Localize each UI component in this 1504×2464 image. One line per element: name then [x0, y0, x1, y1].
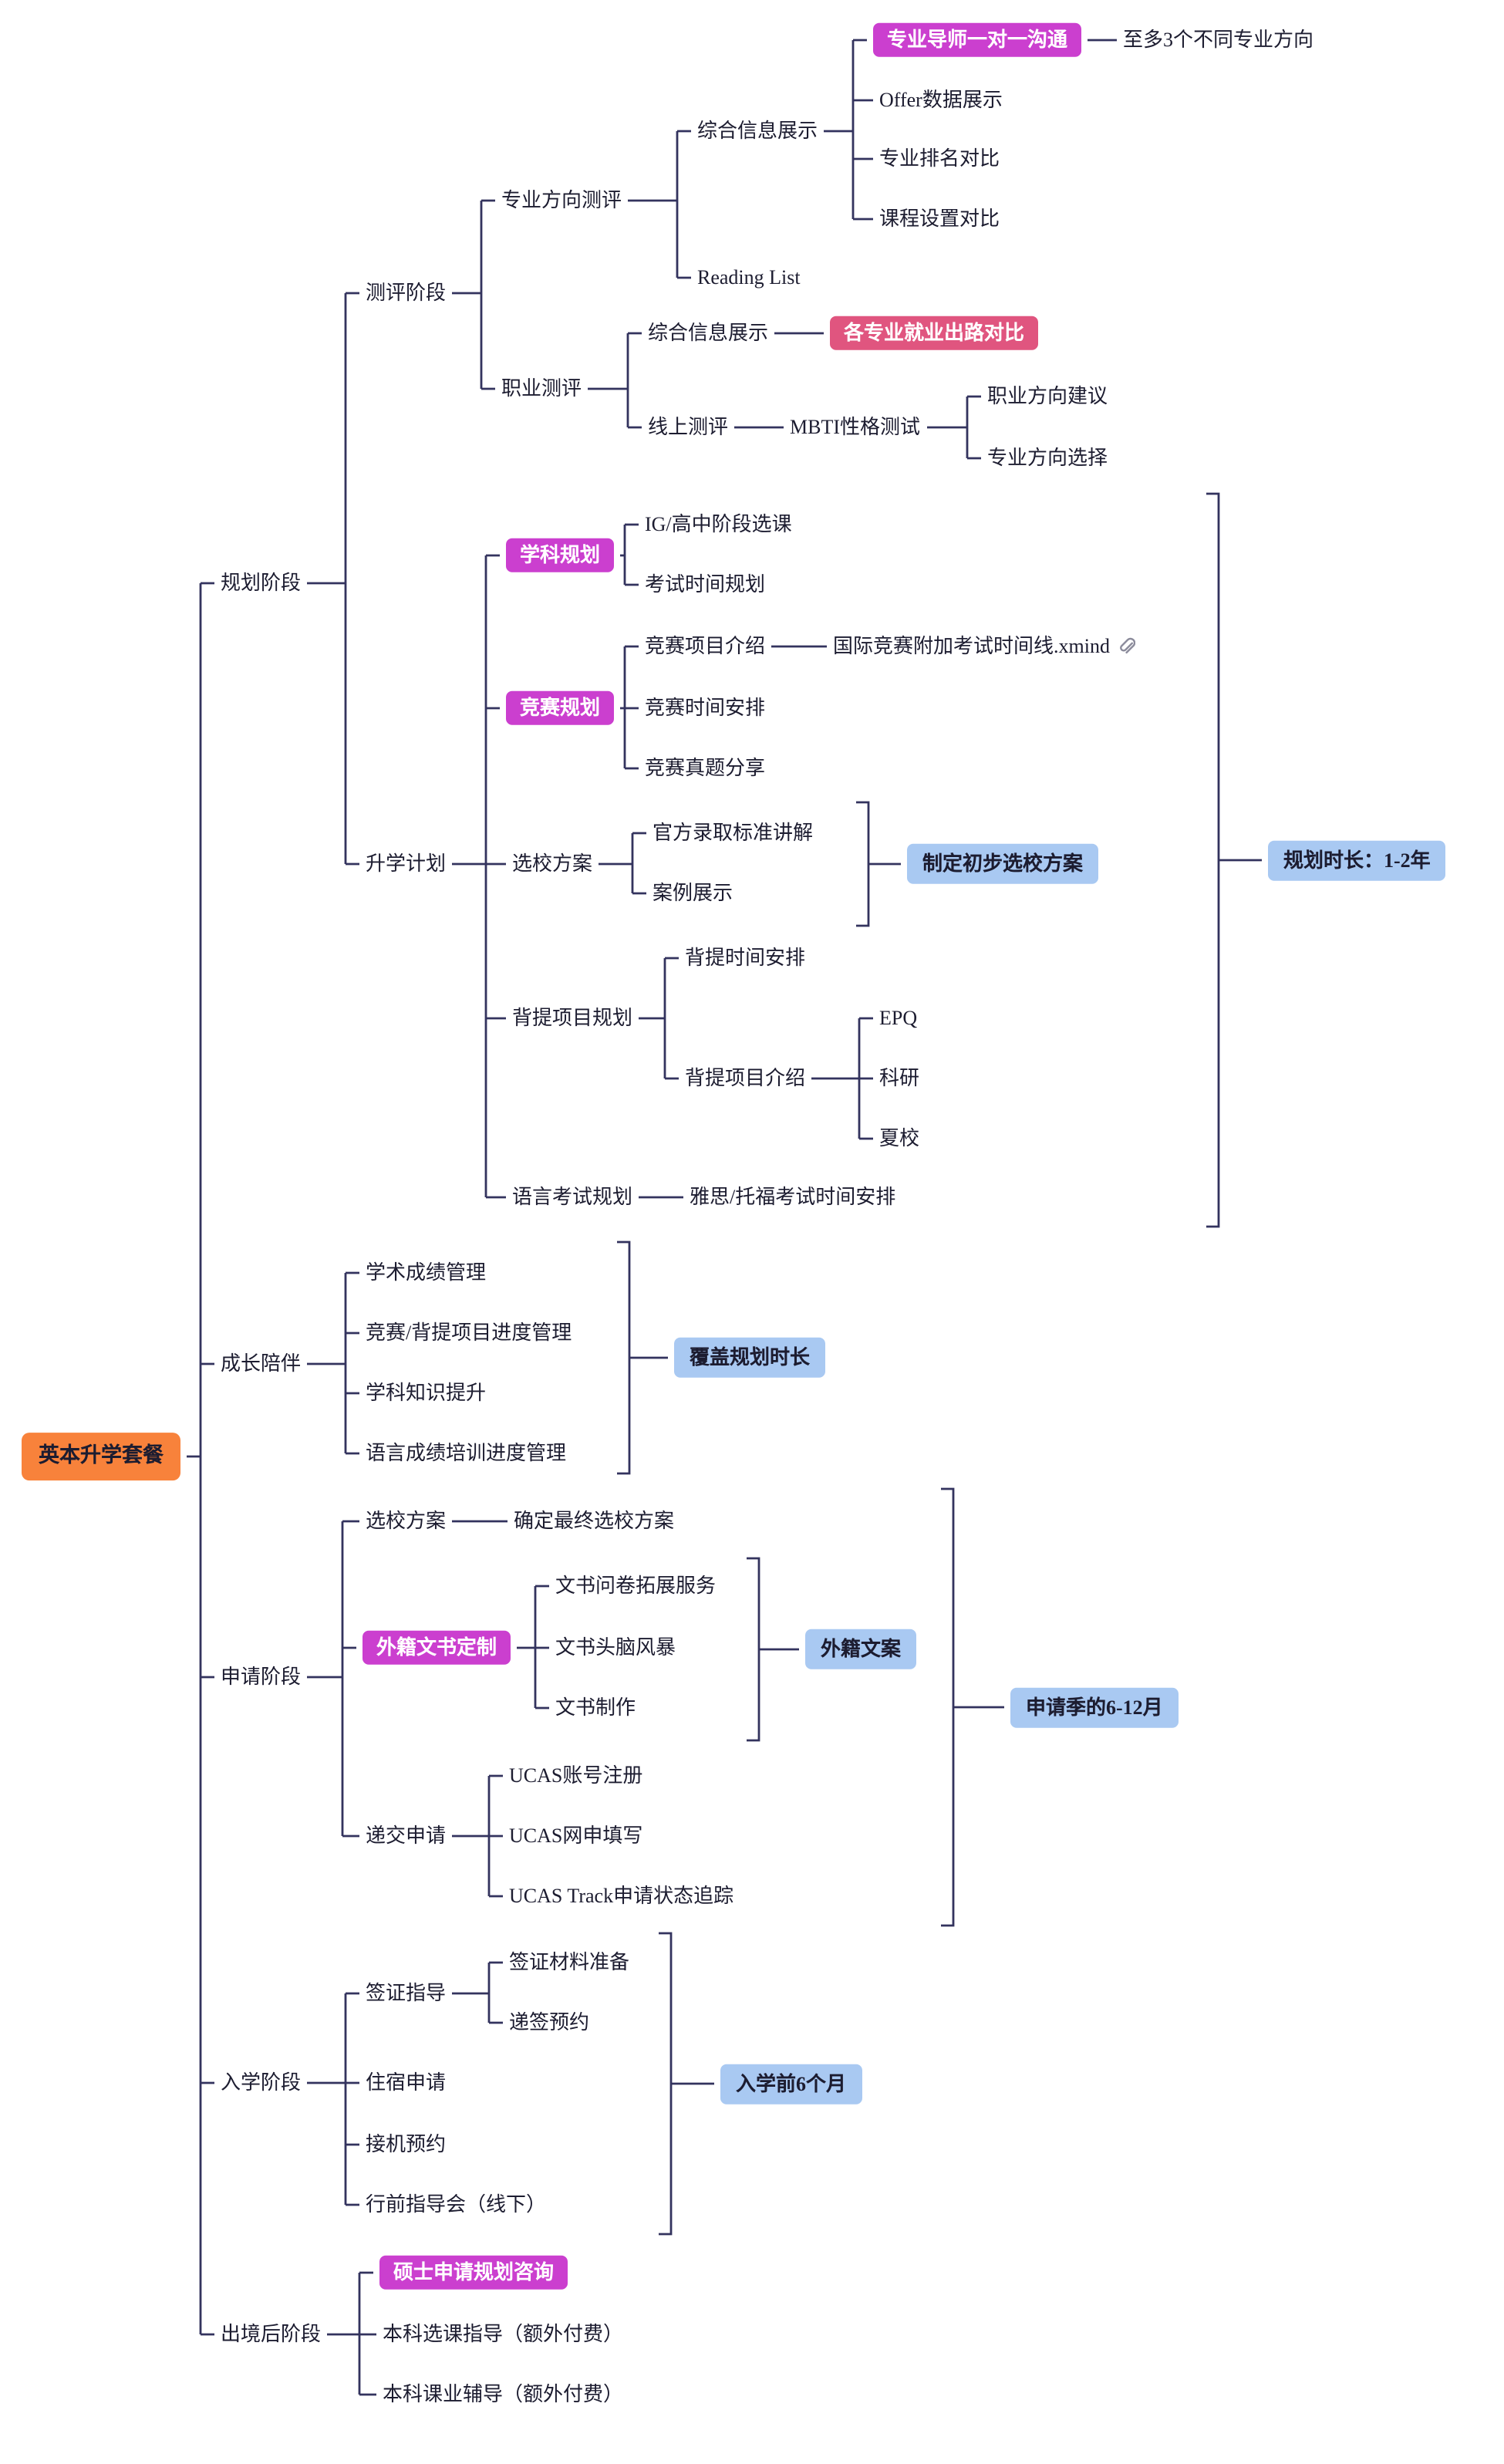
node-xuanke[interactable]: 本科选课指导（额外付费） — [383, 2321, 624, 2345]
node-qianzheng-cailiao[interactable]: 签证材料准备 — [509, 1949, 630, 1973]
node-xiaxiao[interactable]: 夏校 — [879, 1126, 920, 1149]
node-wenjuan[interactable]: 文书问卷拓展服务 — [555, 1573, 717, 1597]
node-jiuye[interactable]: 各专业就业出路对比 — [830, 316, 1039, 351]
node-keye[interactable]: 本科课业辅导（额外付费） — [383, 2381, 624, 2405]
node-xuanxiao1[interactable]: 选校方案 — [512, 851, 593, 875]
node-root[interactable]: 英本升学套餐 — [22, 1433, 180, 1480]
node-ig[interactable]: IG/高中阶段选课 — [645, 511, 792, 535]
node-yasi[interactable]: 雅思/托福考试时间安排 — [690, 1184, 896, 1208]
node-beiti-time[interactable]: 背提时间安排 — [685, 945, 806, 969]
summary-sum-wenshu[interactable]: 外籍文案 — [805, 1629, 917, 1670]
node-yuyan-jindu[interactable]: 语言成绩培训进度管理 — [366, 1440, 567, 1464]
node-offer[interactable]: Offer数据展示 — [879, 87, 1003, 111]
node-ceping[interactable]: 测评阶段 — [366, 280, 447, 304]
node-luqu[interactable]: 官方录取标准讲解 — [653, 820, 814, 844]
summary-sum-chengzhang[interactable]: 覆盖规划时长 — [674, 1337, 826, 1379]
node-chujing[interactable]: 出境后阶段 — [221, 2321, 322, 2345]
node-xueshu[interactable]: 学术成绩管理 — [366, 1260, 487, 1284]
node-qianzheng[interactable]: 签证指导 — [366, 1980, 447, 2004]
node-yuyan[interactable]: 语言考试规划 — [512, 1184, 633, 1208]
node-anli[interactable]: 案例展示 — [653, 880, 733, 904]
node-mbti[interactable]: MBTI性格测试 — [790, 414, 921, 438]
node-shenqing[interactable]: 申请阶段 — [221, 1664, 302, 1688]
node-jingsai-time[interactable]: 竞赛时间安排 — [645, 695, 766, 719]
summary-sum-ruxue[interactable]: 入学前6个月 — [720, 2063, 862, 2105]
node-readinglist[interactable]: Reading List — [697, 265, 801, 289]
node-zhizuo[interactable]: 文书制作 — [555, 1695, 636, 1719]
node-wenshu[interactable]: 外籍文书定制 — [363, 1630, 511, 1666]
node-keyan[interactable]: 科研 — [879, 1065, 920, 1089]
node-naofeng[interactable]: 文书头脑风暴 — [555, 1635, 676, 1659]
node-dijiao[interactable]: 递交申请 — [366, 1823, 447, 1847]
node-beiti-intro[interactable]: 背提项目介绍 — [685, 1065, 806, 1089]
attachment-label: 国际竞赛附加考试时间线.xmind — [833, 633, 1110, 657]
node-ruxue[interactable]: 入学阶段 — [221, 2070, 302, 2094]
node-paiming[interactable]: 专业排名对比 — [879, 146, 1000, 170]
node-jingsai-intro[interactable]: 竞赛项目介绍 — [645, 633, 766, 657]
summary-sum-shengxue[interactable]: 规划时长：1-2年 — [1268, 839, 1446, 881]
node-diqian[interactable]: 递签预约 — [509, 2010, 590, 2034]
node-guihua[interactable]: 规划阶段 — [221, 570, 302, 594]
node-zhiye-jianyi[interactable]: 职业方向建议 — [987, 383, 1108, 407]
node-xueke[interactable]: 学科规划 — [506, 538, 615, 573]
node-jingsai-xmind[interactable]: 国际竞赛附加考试时间线.xmind — [833, 633, 1137, 660]
node-jieji[interactable]: 接机预约 — [366, 2132, 447, 2155]
node-kecheng[interactable]: 课程设置对比 — [879, 206, 1000, 230]
node-epq[interactable]: EPQ — [879, 1005, 918, 1029]
node-shuoshi[interactable]: 硕士申请规划咨询 — [379, 2255, 568, 2290]
node-zhiduo3[interactable]: 至多3个不同专业方向 — [1123, 27, 1314, 51]
node-xuanxiao2[interactable]: 选校方案 — [366, 1508, 447, 1532]
connector-path — [187, 39, 1262, 2396]
node-daoshi[interactable]: 专业导师一对一沟通 — [873, 22, 1082, 58]
node-shengxue[interactable]: 升学计划 — [366, 851, 447, 875]
summary-sum-xuanxiao[interactable]: 制定初步选校方案 — [907, 843, 1099, 885]
node-zuizhong[interactable]: 确定最终选校方案 — [514, 1508, 675, 1532]
node-ucas-track[interactable]: UCAS Track申请状态追踪 — [509, 1883, 734, 1907]
node-kaoshi-shijian[interactable]: 考试时间规划 — [645, 572, 766, 596]
paperclip-icon[interactable] — [1116, 636, 1137, 656]
node-zonghe2[interactable]: 综合信息展示 — [648, 320, 769, 344]
node-ucas-wangshen[interactable]: UCAS网申填写 — [509, 1823, 643, 1847]
node-xingqian[interactable]: 行前指导会（线下） — [366, 2192, 547, 2216]
node-zhusu[interactable]: 住宿申请 — [366, 2070, 447, 2094]
summary-sum-shenqing[interactable]: 申请季的6-12月 — [1010, 1686, 1179, 1728]
node-zonghe1[interactable]: 综合信息展示 — [697, 118, 818, 142]
node-zhuanye-ceping[interactable]: 专业方向测评 — [501, 187, 622, 211]
node-zhiye-ceping[interactable]: 职业测评 — [501, 376, 582, 400]
node-jingsai[interactable]: 竞赛规划 — [506, 690, 615, 726]
node-ucas-zhanghao[interactable]: UCAS账号注册 — [509, 1763, 643, 1787]
node-xueke-tisheng[interactable]: 学科知识提升 — [366, 1380, 487, 1404]
node-chengzhang[interactable]: 成长陪伴 — [221, 1351, 302, 1375]
node-beiti[interactable]: 背提项目规划 — [512, 1005, 633, 1029]
node-xianshang[interactable]: 线上测评 — [648, 414, 729, 438]
node-zhuanye-xuanze[interactable]: 专业方向选择 — [987, 445, 1108, 469]
node-jingsai-jindu[interactable]: 竞赛/背提项目进度管理 — [366, 1320, 572, 1344]
node-jingsai-zhenti[interactable]: 竞赛真题分享 — [645, 755, 766, 779]
